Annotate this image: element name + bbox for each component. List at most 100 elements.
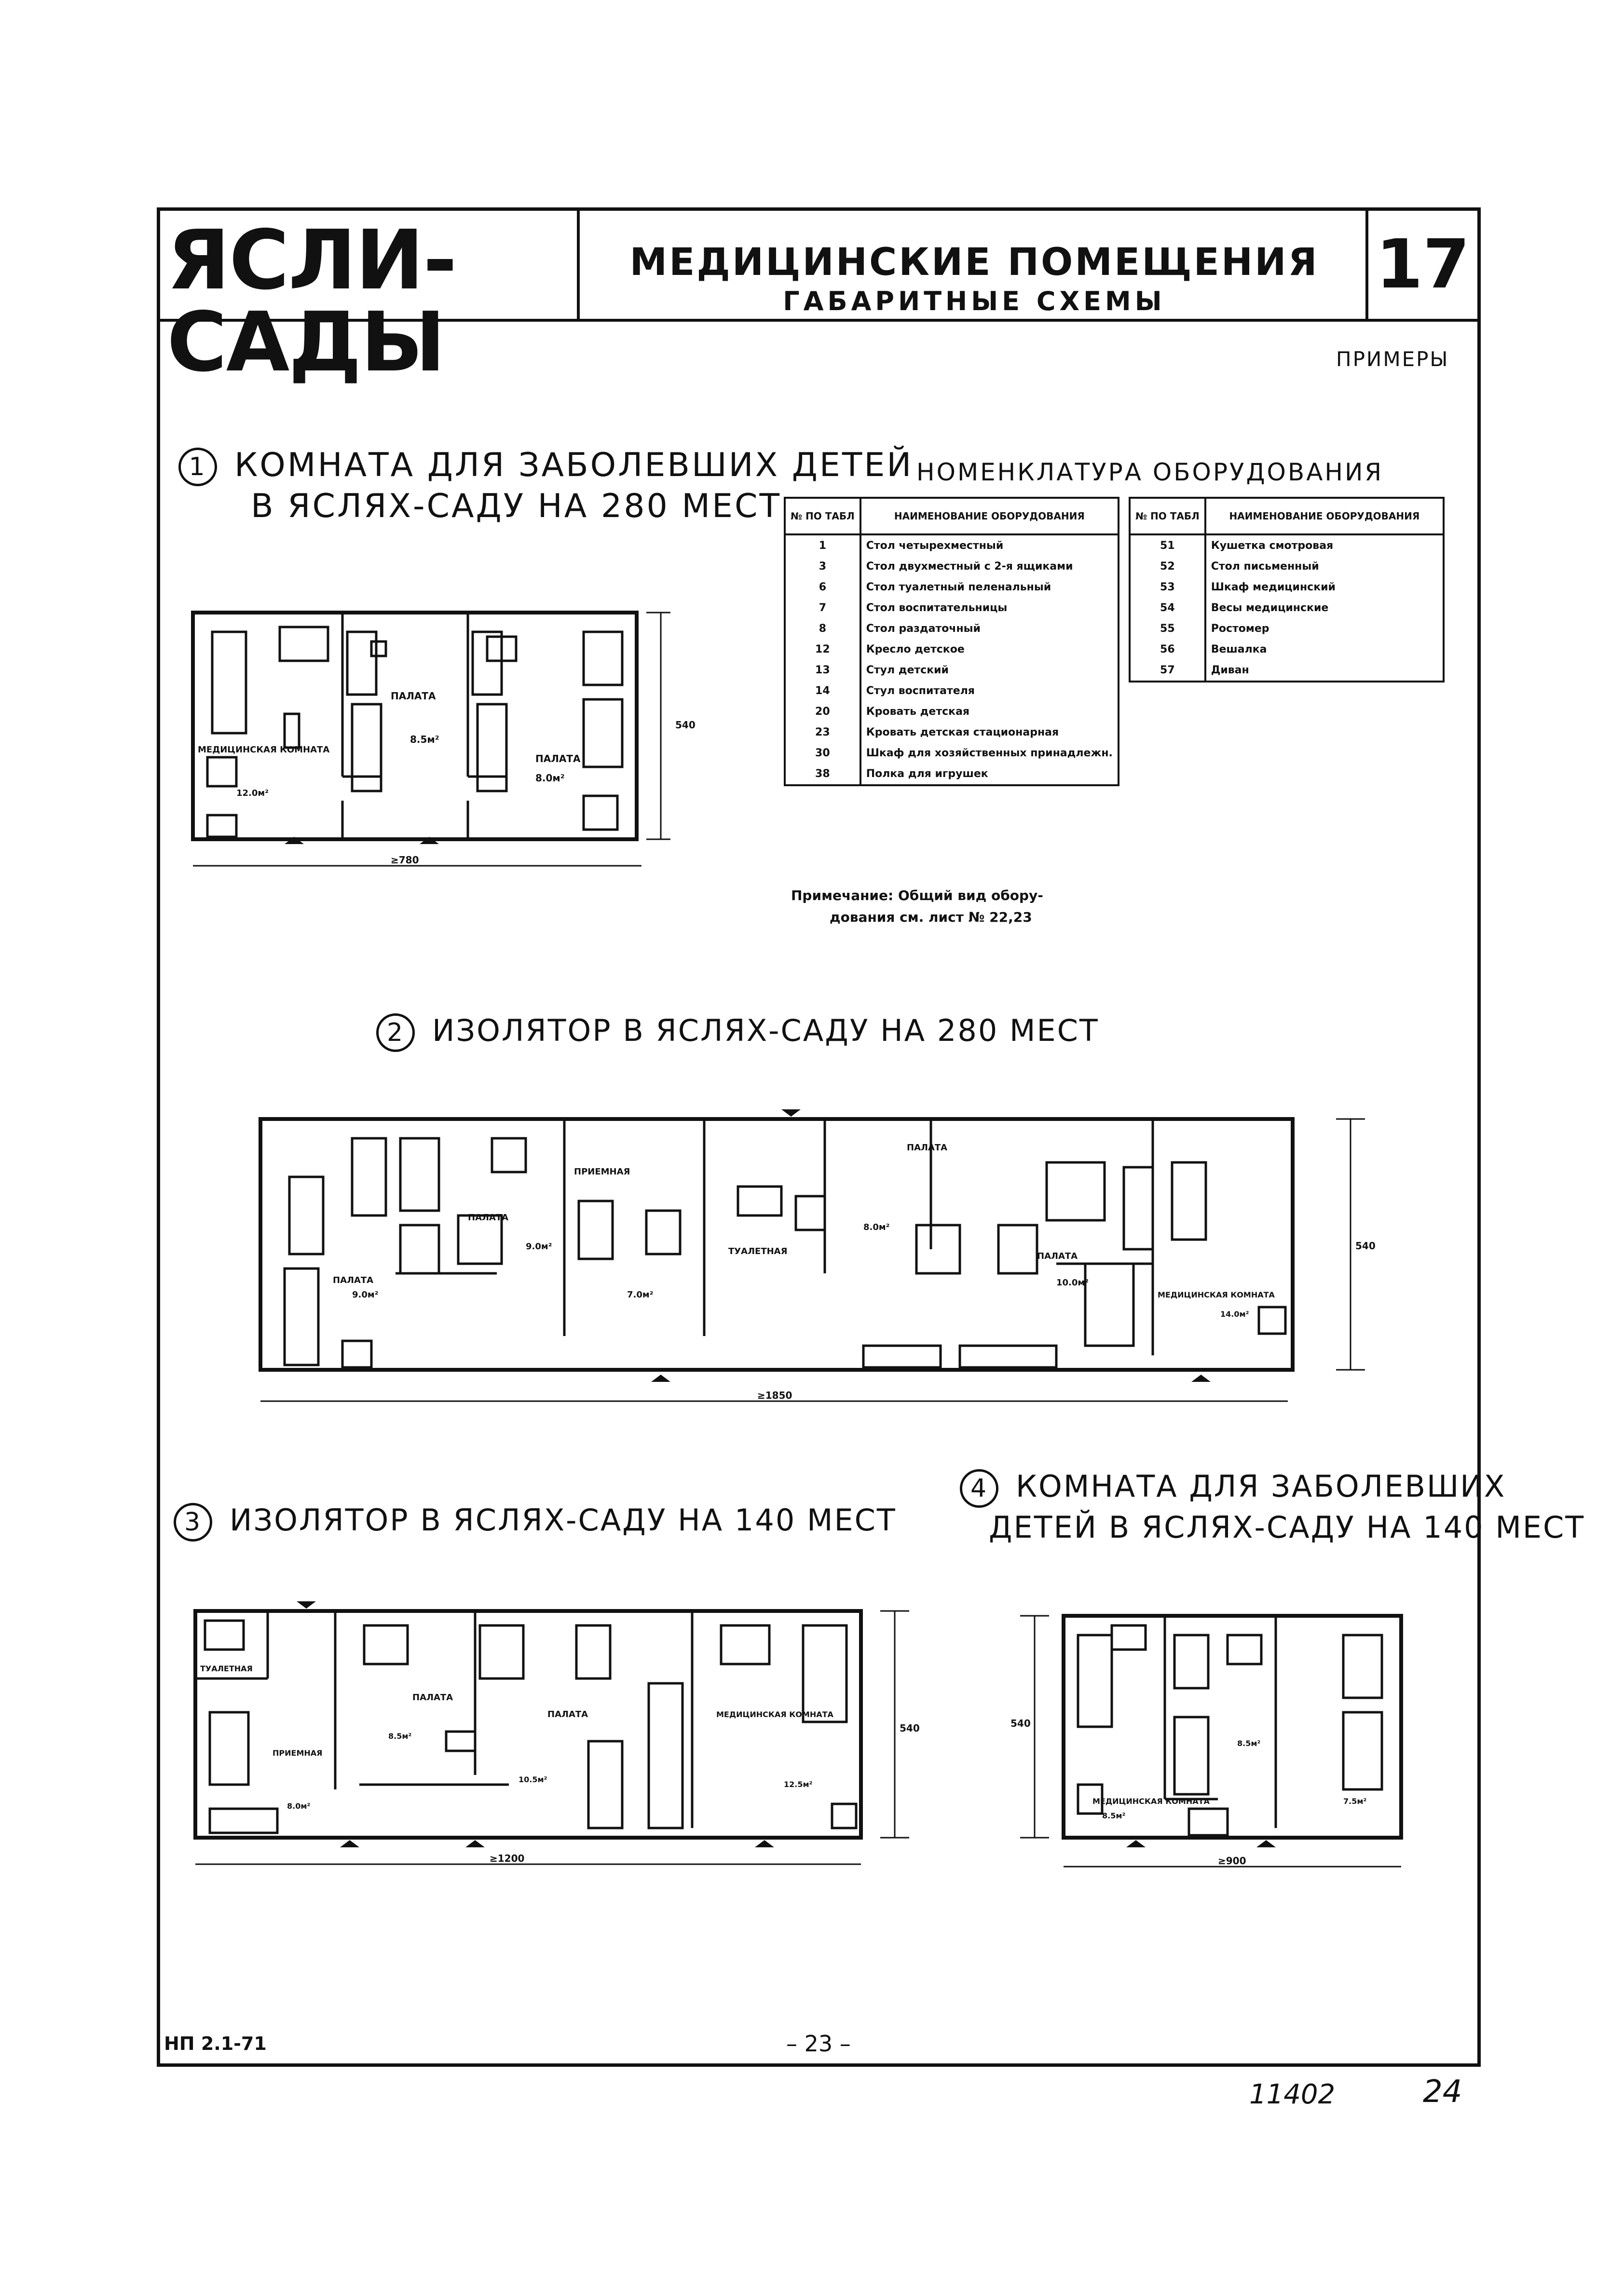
plan2-area-4: 10.0м²: [1056, 1278, 1089, 1288]
sheet-number-cell: 17: [1365, 211, 1477, 319]
item-number: 3: [784, 556, 861, 577]
section2-number: 2: [376, 1013, 415, 1052]
plan2-room-3: ТУАЛЕТНАЯ: [728, 1246, 787, 1256]
plan1-ward2-area: 8.0м²: [535, 772, 565, 784]
item-number: 20: [784, 701, 861, 722]
plan2-area-0: 9.0м²: [526, 1242, 552, 1252]
plan3-room-2: ПАЛАТА: [412, 1692, 453, 1703]
col-name-header: НАИМЕНОВАНИЕ ОБОРУДОВАНИЯ: [1204, 497, 1445, 535]
item-number: 51: [1129, 534, 1206, 556]
plan2-room-0: ПАЛАТА: [468, 1213, 508, 1223]
section4-line2: ДЕТЕЙ В ЯСЛЯХ-САДУ НА 140 МЕСТ: [989, 1510, 1585, 1545]
section4-number: 4: [960, 1469, 998, 1508]
item-name: Стул воспитателя: [859, 681, 1119, 701]
plan3-room-1: ПРИЕМНАЯ: [273, 1748, 322, 1758]
plan2-drawing: ПАЛАТА ПАЛАТА ПРИЕМНАЯ ТУАЛЕТНАЯ ПАЛАТА …: [259, 1109, 1376, 1402]
item-name: Стол письменный: [1204, 556, 1445, 577]
item-number: 6: [784, 577, 861, 598]
item-name: Стол туалетный пеленальный: [859, 577, 1119, 598]
item-number: 56: [1129, 639, 1206, 660]
item-name: Диван: [1204, 660, 1445, 682]
title-block: ЯСЛИ-САДЫ МЕДИЦИНСКИЕ ПОМЕЩЕНИЯ ГАБАРИТН…: [160, 211, 1477, 383]
item-name: Стол раздаточный: [859, 618, 1119, 639]
sheet-number: 17: [1376, 225, 1470, 304]
plan3-drawing: ТУАЛЕТНАЯ ПРИЕМНАЯ ПАЛАТА ПАЛАТА МЕДИЦИН…: [193, 1601, 920, 1865]
plan4-area-2: 7.5м²: [1343, 1797, 1366, 1806]
item-number: 7: [784, 598, 861, 618]
plan2-area-2: 7.0м²: [627, 1290, 653, 1300]
plan1-dim-height: 540: [675, 719, 696, 731]
plan2-area-3: 8.0м²: [863, 1222, 889, 1232]
plan2-room-5: ПАЛАТА: [1037, 1251, 1078, 1261]
item-name: Весы медицинские: [1204, 598, 1445, 618]
note-line2: дования см. лист № 22,23: [830, 909, 1032, 925]
plan3-area-0: 8.0м²: [287, 1801, 310, 1811]
sheet-title: МЕДИЦИНСКИЕ ПОМЕЩЕНИЯ: [629, 241, 1319, 284]
item-number: 30: [784, 743, 861, 764]
item-number: 52: [1129, 556, 1206, 577]
item-name: Вешалка: [1204, 639, 1445, 660]
item-number: 57: [1129, 660, 1206, 682]
item-name: Стол воспитательницы: [859, 598, 1119, 618]
section3-number: 3: [174, 1502, 212, 1542]
plan2-dim-height: 540: [1355, 1240, 1376, 1252]
item-number: 23: [784, 722, 861, 743]
section3-heading: 3 ИЗОЛЯТОР В ЯСЛЯХ-САДУ НА 140 МЕСТ: [174, 1502, 897, 1542]
item-name: Стол четырехместный: [859, 534, 1119, 556]
section2-heading: 2 ИЗОЛЯТОР В ЯСЛЯХ-САДУ НА 280 МЕСТ: [376, 1013, 1099, 1052]
plan3-dim-height: 540: [900, 1722, 920, 1734]
item-number: 14: [784, 681, 861, 701]
sheet-frame: ЯСЛИ-САДЫ МЕДИЦИНСКИЕ ПОМЕЩЕНИЯ ГАБАРИТН…: [157, 207, 1481, 2067]
footer-stamp: 11402: [1249, 2079, 1336, 2110]
item-name: Стол двухместный с 2-я ящиками: [859, 556, 1119, 577]
plan2-room-6: МЕДИЦИНСКАЯ КОМНАТА: [1158, 1290, 1275, 1299]
item-name: Ростомер: [1204, 618, 1445, 639]
col-num-header: № ПО ТАБЛ: [1129, 497, 1206, 535]
plan2-room-2: ПРИЕМНАЯ: [574, 1167, 630, 1177]
item-name: Шкаф медицинский: [1204, 577, 1445, 598]
plan4-dim-height: 540: [1010, 1718, 1031, 1729]
plan1-med-label: МЕДИЦИНСКАЯ КОМНАТА: [198, 745, 329, 755]
plan3-room-0: ТУАЛЕТНАЯ: [200, 1664, 253, 1673]
series-title: ЯСЛИ-САДЫ: [167, 213, 457, 390]
plan2-room-4: ПАЛАТА: [907, 1143, 947, 1153]
plan3-area-2: 10.5м²: [519, 1775, 547, 1784]
note-line1: Примечание: Общий вид обору-: [791, 887, 1043, 903]
plan1-ward-label: ПАЛАТА: [391, 690, 436, 702]
plan3-area-3: 12.5м²: [784, 1780, 813, 1789]
item-name: Кровать детская: [859, 701, 1119, 722]
footer-sheet-no: 24: [1423, 2074, 1462, 2110]
item-name: Кушетка смотровая: [1204, 534, 1445, 556]
item-name: Кресло детское: [859, 639, 1119, 660]
item-name: Кровать детская стационарная: [859, 722, 1119, 743]
item-number: 13: [784, 660, 861, 681]
section2-title: ИЗОЛЯТОР В ЯСЛЯХ-САДУ НА 280 МЕСТ: [432, 1013, 1099, 1048]
item-name: Шкаф для хозяйственных принадлежн.: [859, 743, 1119, 764]
plan1-dim-width: ≥780: [391, 854, 419, 866]
item-name: Полка для игрушек: [859, 764, 1119, 786]
plan3-room-4: МЕДИЦИНСКАЯ КОМНАТА: [716, 1710, 834, 1719]
footer-code: НП 2.1-71: [164, 2033, 267, 2054]
item-number: 38: [784, 764, 861, 786]
plan1-ward2-label: ПАЛАТА: [535, 753, 581, 764]
item-number: 8: [784, 618, 861, 639]
col-num-header: № ПО ТАБЛ: [784, 497, 861, 535]
section3-title: ИЗОЛЯТОР В ЯСЛЯХ-САДУ НА 140 МЕСТ: [230, 1502, 897, 1538]
title-cell: МЕДИЦИНСКИЕ ПОМЕЩЕНИЯ ГАБАРИТНЫЕ СХЕМЫ: [580, 211, 1369, 319]
